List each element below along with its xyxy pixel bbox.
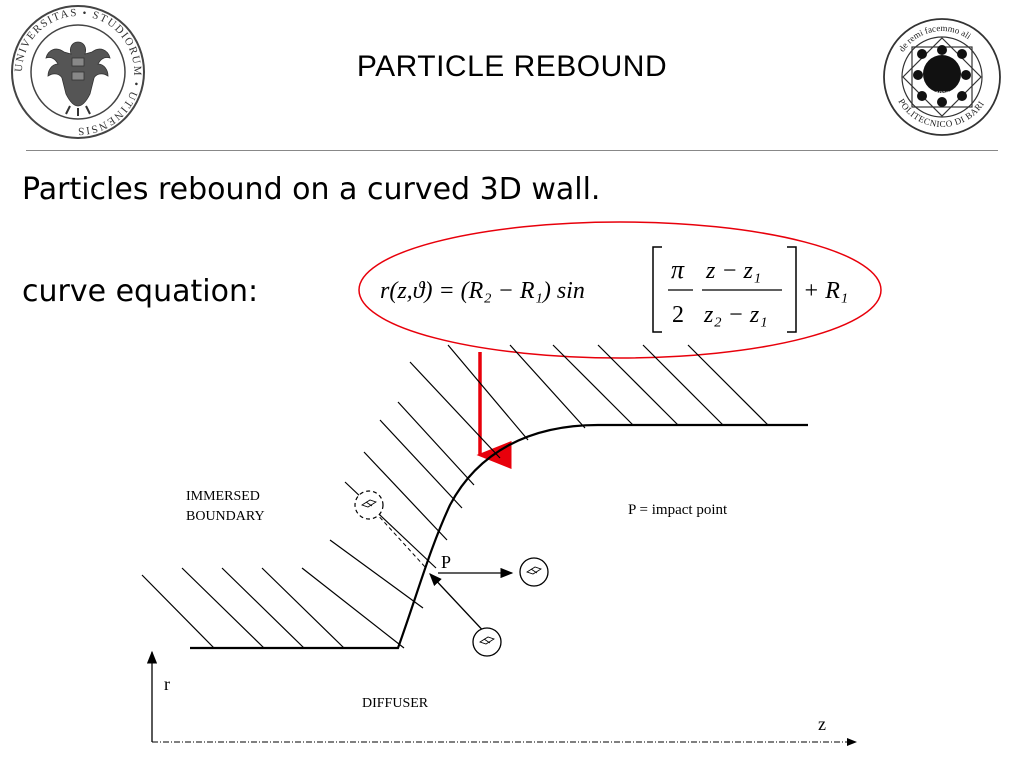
eagle-icon xyxy=(45,41,111,116)
frac2-denominator: z₂ − z₁ xyxy=(703,302,768,328)
wall-hatching xyxy=(141,344,769,649)
z-axis-label: z xyxy=(818,714,826,734)
right-bracket xyxy=(787,246,797,333)
frac1-denominator: 2 xyxy=(672,302,684,328)
curved-wall xyxy=(190,423,808,650)
particle-incoming xyxy=(472,627,502,657)
impact-point-note: P = impact point xyxy=(628,502,728,518)
incoming-trajectory xyxy=(429,573,489,637)
description-text: Particles rebound on a curved 3D wall. xyxy=(22,172,601,207)
particle-ghost xyxy=(354,490,384,520)
impact-point-label: P xyxy=(441,552,451,572)
formula-lhs: r(z,ϑ) = (R₂ − R₁) sin xyxy=(380,278,585,304)
universitas-utinensis-logo: UNIVERSITAS • STUDIORUM • UTINENSIS xyxy=(11,5,145,139)
diffuser-label: DIFFUSER xyxy=(362,696,429,711)
mirror-trajectory xyxy=(374,511,427,569)
left-bracket xyxy=(652,246,662,333)
frac1-numerator: π xyxy=(671,255,685,284)
title-divider xyxy=(26,150,998,151)
particle-rebounded xyxy=(519,557,549,587)
slide-title: PARTICLE REBOUND xyxy=(356,50,668,83)
frac2-numerator: z − z₁ xyxy=(705,258,761,284)
r-axis-label: r xyxy=(164,674,170,694)
curve-equation-label: curve equation: xyxy=(22,274,259,309)
right-logo-year: 1990 xyxy=(935,90,950,98)
immersed-label-1: IMMERSED xyxy=(186,489,260,504)
formula-rhs: + R₁ xyxy=(803,278,848,304)
formula-highlight-ellipse xyxy=(358,221,882,359)
curve-formula: r(z,ϑ) = (R₂ − R₁) sin π 2 z − z₁ z₂ − z… xyxy=(380,246,848,333)
politecnico-di-bari-logo: de remi facemmo ali POLITECNICO DI BARI … xyxy=(883,18,1001,136)
emblem-icon xyxy=(902,37,982,117)
immersed-label-2: BOUNDARY xyxy=(186,509,265,524)
